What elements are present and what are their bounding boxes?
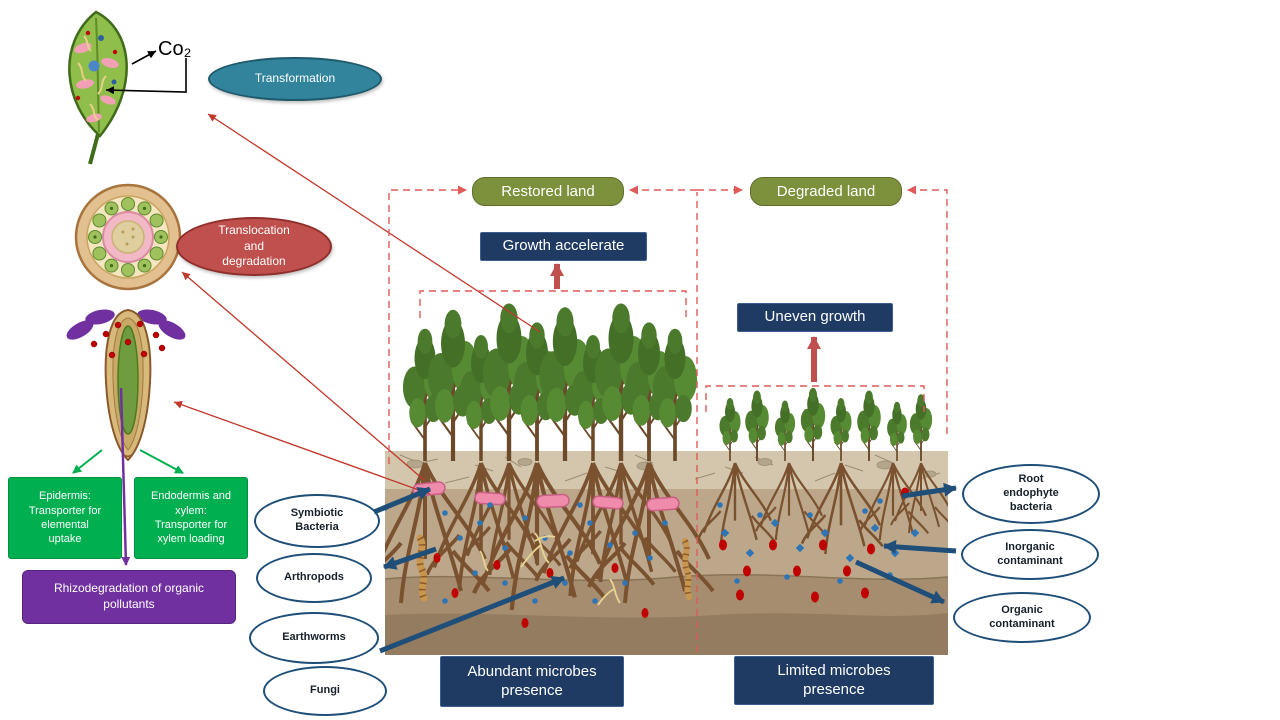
lateral-structures <box>66 309 186 340</box>
inorganic-contaminant-oval: Inorganic contaminant <box>961 529 1099 580</box>
cortex-cells <box>88 197 168 277</box>
root-endophyte-bacteria-oval: Root endophyte bacteria <box>962 464 1100 524</box>
leaf-midrib <box>95 17 100 133</box>
degraded-land-badge: Degraded land <box>750 177 902 206</box>
trees-restored <box>401 304 699 462</box>
abundant-microbes-box: Abundant microbes presence <box>440 656 624 707</box>
contaminant-dots <box>90 320 166 359</box>
trees-degraded <box>718 386 934 463</box>
co2-label: Co₂ <box>158 38 192 60</box>
arthropods-oval: Arthropods <box>256 553 372 603</box>
root-cross-section-illustration <box>74 183 182 291</box>
earthworms-oval: Earthworms <box>249 612 379 664</box>
fungi-oval: Fungi <box>263 666 387 716</box>
uneven-growth-box: Uneven growth <box>737 303 893 332</box>
stele-texture <box>121 227 135 246</box>
organic-contaminant-oval: Organic contaminant <box>953 592 1091 643</box>
leaf-illustration <box>68 10 128 165</box>
cell-nuclei <box>93 206 163 268</box>
transformation-bubble: Transformation <box>208 57 382 101</box>
rhizodegradation-box: Rhizodegradation of organic pollutants <box>22 570 236 624</box>
endodermis-box: Endodermis and xylem: Transporter for xy… <box>134 477 248 559</box>
epidermis-box: Epidermis: Transporter for elemental upt… <box>8 477 122 559</box>
limited-microbes-box: Limited microbes presence <box>734 656 934 705</box>
leaf-organelles <box>74 30 119 123</box>
fungi-hyphae <box>479 532 621 606</box>
root-nodules <box>412 481 680 512</box>
root-tip-illustration <box>66 308 186 462</box>
leaf-stem <box>88 133 100 165</box>
restored-land-badge: Restored land <box>472 177 624 206</box>
growth-accelerate-box: Growth accelerate <box>480 232 647 261</box>
translocation-bubble: Translocation and degradation <box>176 217 332 276</box>
landscape-scene <box>385 283 948 655</box>
symbiotic-bacteria-oval: Symbiotic Bacteria <box>254 494 380 548</box>
